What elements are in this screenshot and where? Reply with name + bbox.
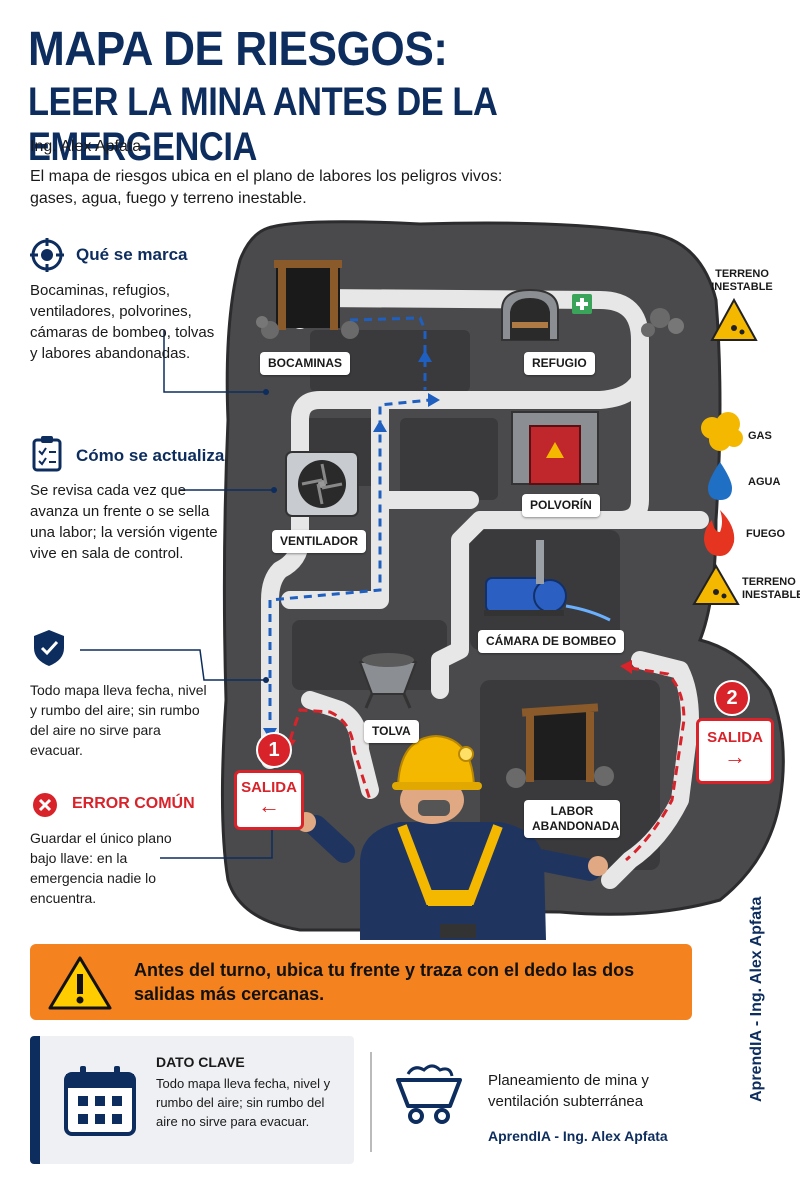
label-polvorin: POLVORÍN xyxy=(522,494,600,517)
polvorin-icon xyxy=(511,411,599,485)
label-ventilador: VENTILADOR xyxy=(272,530,366,553)
warning-icon xyxy=(48,956,112,1010)
arrow-right-icon: → xyxy=(724,744,746,769)
x-circle-icon xyxy=(33,793,57,817)
heading-que-se-marca: Qué se marca xyxy=(76,245,188,264)
ventilador-icon xyxy=(285,451,359,517)
exit-number-2: 2 xyxy=(714,680,750,716)
warning-banner: Antes del turno, ubica tu frente y traza… xyxy=(30,944,692,1020)
intro-text: El mapa de riesgos ubica en el plano de … xyxy=(30,168,503,207)
label-refugio: REFUGIO xyxy=(524,352,595,375)
footer-subject: Planeamiento de mina y ventilación subte… xyxy=(488,1072,649,1110)
fire-icon xyxy=(704,510,735,556)
target-icon xyxy=(30,238,64,272)
label-terreno-inestable: TERRENO INESTABLE xyxy=(711,268,773,293)
banner-text: Antes del turno, ubica tu frente y traza… xyxy=(134,960,635,1004)
label-labor-abandonada: LABOR ABANDONADA xyxy=(524,800,620,838)
label-bocaminas: BOCAMINAS xyxy=(260,352,350,375)
author: Ing. Alex Apfata xyxy=(30,138,142,155)
vertical-brand: AprendIA - Ing. Alex Apfata xyxy=(748,896,765,1102)
bocamina-icon xyxy=(256,260,359,339)
calendar-icon xyxy=(64,1066,136,1136)
arrow-left-icon: ← xyxy=(258,793,280,818)
rockfall-warning-icon xyxy=(692,564,740,605)
label-camara-bombeo: CÁMARA DE BOMBEO xyxy=(478,630,625,653)
exit-sign-2: SALIDA → xyxy=(696,718,774,784)
exit-number-1: 1 xyxy=(256,732,292,768)
text-que-se-marca: Bocaminas, refugios, ventiladores, polvo… xyxy=(30,282,215,362)
water-drop-icon xyxy=(708,462,732,500)
clipboard-icon xyxy=(32,436,62,472)
bomba-icon xyxy=(484,540,611,622)
legend-gas: GAS xyxy=(748,430,772,442)
text-como-se-actualiza: Se revisa cada vez que avanza un frente … xyxy=(30,482,218,562)
mine-cart-icon xyxy=(396,1064,462,1124)
dato-clave-text: Todo mapa lleva fecha, nivel y rumbo del… xyxy=(156,1076,331,1129)
text-error-comun: Guardar el único plano bajo llave: en la… xyxy=(30,830,172,906)
exit-label-1: SALIDA xyxy=(241,779,297,796)
heading-error-comun: ERROR COMÚN xyxy=(72,795,195,812)
text-fecha: Todo mapa lleva fecha, nivel y rumbo del… xyxy=(30,682,207,758)
tolva-icon xyxy=(358,653,418,709)
shield-check-icon xyxy=(34,630,64,666)
legend-terreno: TERRENO INESTABLE xyxy=(742,576,800,601)
dato-clave-heading: DATO CLAVE xyxy=(156,1054,245,1070)
label-tolva: TOLVA xyxy=(364,720,419,743)
footer-brand: AprendIA - Ing. Alex Apfata xyxy=(488,1128,668,1144)
divider xyxy=(370,1052,372,1152)
miner-figure xyxy=(296,734,608,940)
legend-agua: AGUA xyxy=(748,476,781,488)
dato-clave-card: DATO CLAVE Todo mapa lleva fecha, nivel … xyxy=(30,1036,354,1164)
terreno-warning-icon xyxy=(710,297,758,341)
exit-label-2: SALIDA xyxy=(707,729,763,746)
refugio-icon xyxy=(501,288,559,341)
page-title-line-2: LEER LA MINA ANTES DE LA EMERGENCIA xyxy=(28,80,497,169)
exit-sign-1: SALIDA ← xyxy=(234,770,304,830)
first-aid-icon xyxy=(572,294,592,314)
legend-fuego: FUEGO xyxy=(746,528,786,540)
labor-abandonada-icon xyxy=(506,703,614,788)
heading-como-se-actualiza: Cómo se actualiza xyxy=(76,446,225,465)
gas-cloud-icon xyxy=(701,412,743,451)
page-title-line-1: MAPA DE RIESGOS: xyxy=(28,23,448,76)
